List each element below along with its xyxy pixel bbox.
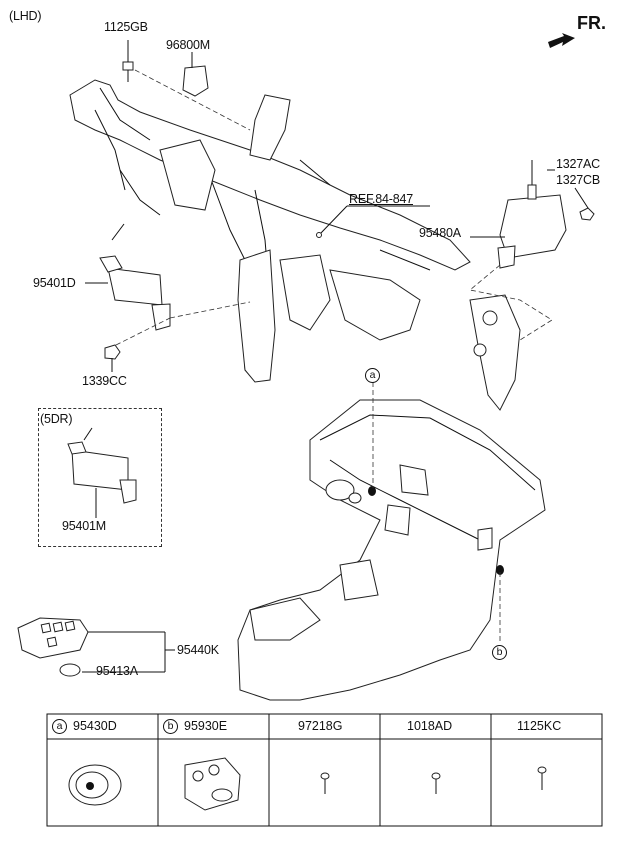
table-code-1018ad: 1018AD [407, 719, 453, 733]
table-code-1125kc: 1125KC [517, 719, 562, 733]
table-marker-a: a [52, 719, 67, 735]
part-label-95480a: 95480A [419, 226, 461, 240]
part-label-1327cb: 1327CB [556, 173, 600, 187]
variant-label: (LHD) [9, 9, 42, 23]
nut-1339cc [104, 344, 121, 360]
table-header-2: b 95930E [163, 719, 228, 735]
table-header-3: 97218G [298, 719, 342, 733]
part-label-1327ac: 1327AC [556, 157, 600, 171]
part-label-95440k: 95440K [177, 643, 219, 657]
instrument-panel [237, 399, 546, 701]
table-code-95430d: 95430D [73, 719, 117, 733]
unit-95480a [497, 160, 595, 269]
front-arrow-icon [548, 33, 575, 48]
part-label-96800m: 96800M [166, 38, 210, 52]
part-label-95413a: 95413A [96, 664, 138, 678]
table-header-5: 1125KC [517, 719, 561, 733]
module-96800m [182, 52, 209, 97]
cowl-crossmember [69, 79, 521, 411]
variant-5dr-label: (5DR) [40, 412, 73, 426]
screw-1018ad [431, 772, 441, 794]
table-header-4: 1018AD [407, 719, 452, 733]
part-label-95401m: 95401M [62, 519, 106, 533]
parts-table-grid [46, 713, 603, 827]
ref-label: REF.84-847 [349, 192, 414, 206]
switch-95930e [184, 757, 241, 811]
table-code-95930e: 95930E [184, 719, 228, 733]
key-fob [17, 617, 89, 659]
coin-battery [59, 663, 81, 677]
switch-95430d [68, 764, 122, 806]
part-label-1339cc: 1339CC [82, 374, 127, 388]
unit-95401d [99, 223, 171, 331]
table-code-97218g: 97218G [298, 719, 343, 733]
table-header-1: a 95430D [52, 719, 117, 735]
screw-97218g [320, 772, 330, 794]
variant-5dr-box [38, 408, 162, 547]
part-label-1125gb: 1125GB [104, 20, 148, 34]
part-label-95401d: 95401D [33, 276, 76, 290]
table-marker-b: b [163, 719, 178, 735]
bolt-1125gb [122, 40, 134, 82]
front-direction-label: FR. [577, 13, 606, 33]
callout-a: a [365, 368, 380, 384]
unit-95401m [67, 427, 137, 504]
screw-1125kc [537, 766, 547, 790]
callout-b: b [492, 645, 507, 661]
